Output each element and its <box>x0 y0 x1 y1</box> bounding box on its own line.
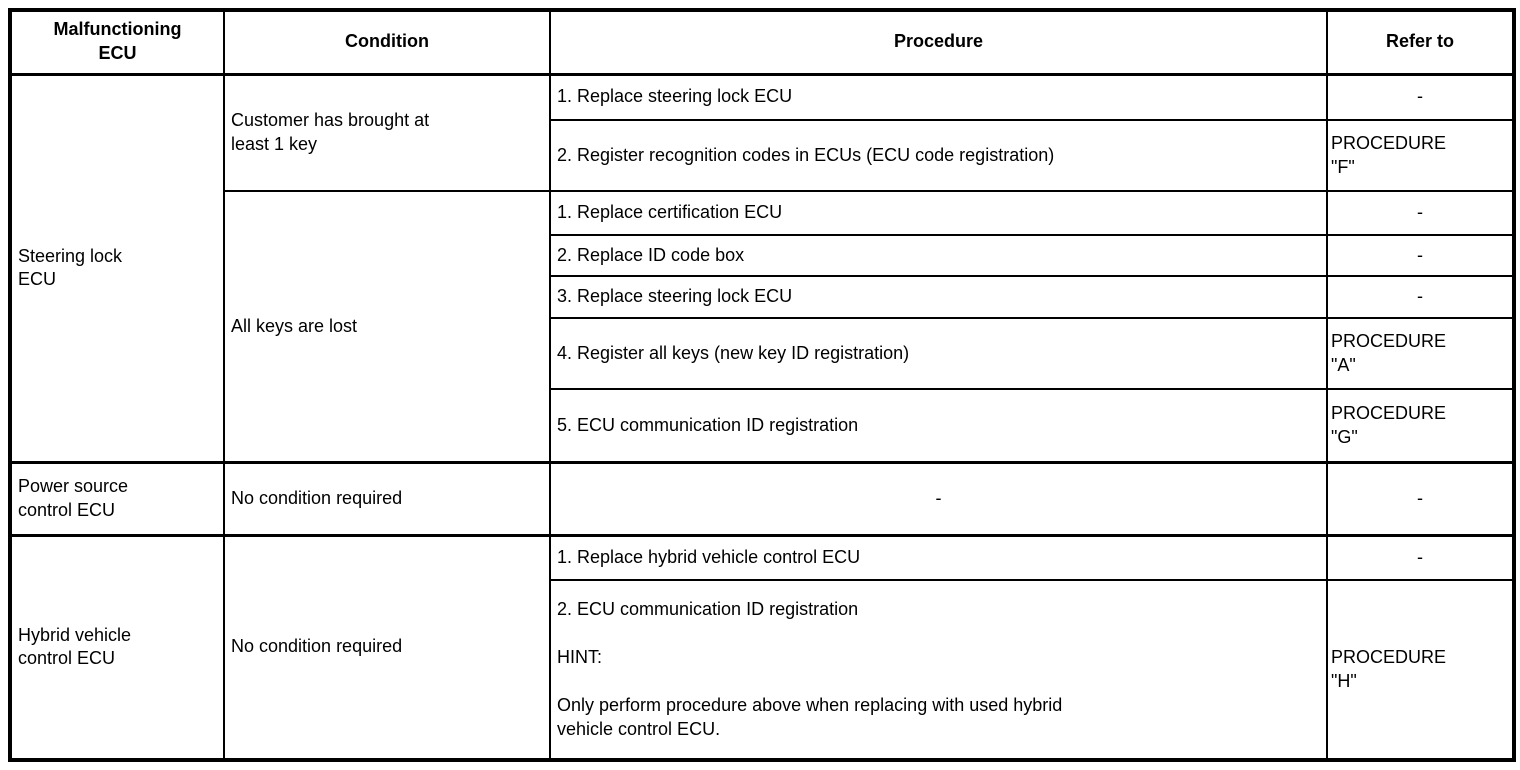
procedure-cell: 2. Replace ID code box <box>549 234 1328 278</box>
hybrid-ecu-cell: Hybrid vehicle control ECU <box>9 533 225 761</box>
refer-cell: PROCEDURE "G" <box>1326 388 1515 464</box>
steering-condition-lost-cell: All keys are lost <box>223 190 551 464</box>
hybrid-condition-cell: No condition required <box>223 533 551 761</box>
table-row: Hybrid vehicle control ECU No condition … <box>9 533 1515 761</box>
procedure-cell: 3. Replace steering lock ECU <box>549 275 1328 319</box>
refer-cell: - <box>1326 533 1515 582</box>
table-row: Power source control ECU No condition re… <box>9 461 1515 537</box>
refer-cell: PROCEDURE "H" <box>1326 579 1515 761</box>
table-row: 5. ECU communication ID registration PRO… <box>10 388 1515 464</box>
header-procedure: Procedure <box>549 9 1328 76</box>
power-condition-cell: No condition required <box>223 461 551 537</box>
table-row: Steering lock ECU Customer has brought a… <box>9 72 1515 464</box>
power-ecu-cell: Power source control ECU <box>9 461 225 537</box>
refer-cell: - <box>1326 275 1515 319</box>
table-row: 4. Register all keys (new key ID registr… <box>10 316 1515 391</box>
table-row: 3. Replace steering lock ECU - <box>10 275 1515 319</box>
table-row: 2. ECU communication ID registration HIN… <box>10 579 1515 761</box>
table-row: 2. Register recognition codes in ECUs (E… <box>10 118 1515 193</box>
steering-condition-brought-cell: Customer has brought at least 1 key <box>223 72 551 193</box>
refer-cell: PROCEDURE "A" <box>1326 316 1515 391</box>
ecu-procedures-table: Malfunctioning ECU Condition Procedure R… <box>8 8 1516 762</box>
procedure-cell: 4. Register all keys (new key ID registr… <box>549 316 1328 391</box>
table-row: All keys are lost 1. Replace certificati… <box>10 190 1515 464</box>
procedure-cell: 1. Replace certification ECU <box>549 190 1328 237</box>
table-row: 2. Replace ID code box - <box>10 234 1515 278</box>
refer-cell: - <box>1326 461 1515 537</box>
refer-cell: PROCEDURE "F" <box>1326 118 1515 193</box>
procedure-cell: 1. Replace steering lock ECU <box>549 73 1328 121</box>
procedure-cell: 1. Replace hybrid vehicle control ECU <box>549 533 1328 582</box>
header-malfunctioning-ecu: Malfunctioning ECU <box>9 9 225 76</box>
header-condition: Condition <box>223 9 551 76</box>
steering-ecu-cell: Steering lock ECU <box>9 73 225 464</box>
procedure-cell: - <box>549 461 1328 537</box>
procedure-cell: 2. ECU communication ID registration HIN… <box>549 579 1328 761</box>
refer-cell: - <box>1326 190 1515 237</box>
header-refer-to: Refer to <box>1326 9 1515 76</box>
refer-cell: - <box>1326 73 1515 121</box>
procedure-cell: 5. ECU communication ID registration <box>549 388 1328 464</box>
procedure-cell: 2. Register recognition codes in ECUs (E… <box>549 118 1328 193</box>
header-row: Malfunctioning ECU Condition Procedure R… <box>9 9 1515 76</box>
refer-cell: - <box>1326 234 1515 278</box>
